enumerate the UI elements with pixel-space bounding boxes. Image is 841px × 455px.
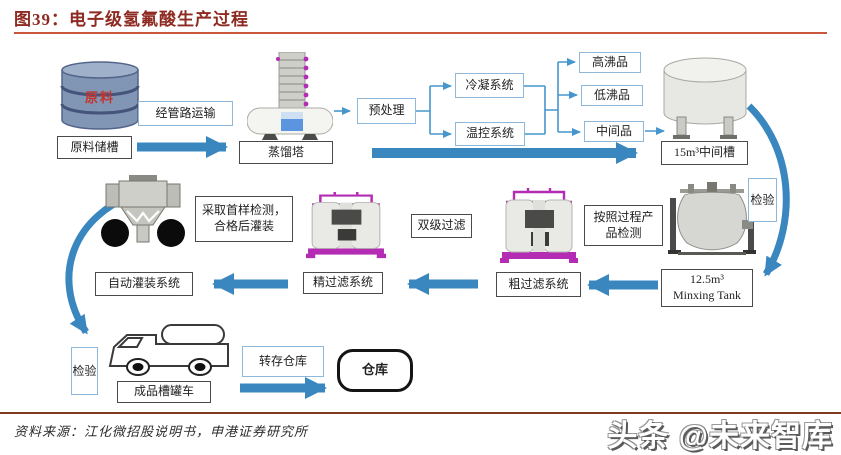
coarse-filter-graphic	[500, 188, 578, 263]
node-finished-tanker-truck: 成品槽罐车	[117, 381, 211, 403]
tanker-truck-graphic	[108, 324, 229, 376]
figure-title: 图39：电子级氢氟酸生产过程	[14, 10, 249, 29]
toutiao-watermark: 头条 @未来智库	[607, 420, 833, 453]
node-intermediate-product: 中间品	[584, 121, 644, 142]
mixing-tank-graphic	[668, 182, 756, 255]
node-dual-stage-filtration: 双级过滤	[411, 214, 472, 238]
node-inspection-right: 检验	[748, 178, 777, 222]
node-transfer-warehouse: 转存仓库	[242, 346, 324, 377]
node-process-product-test: 按照过程产品检测	[584, 205, 663, 246]
node-pretreatment: 预处理	[357, 98, 416, 124]
node-fine-filtration: 精过滤系统	[303, 272, 383, 294]
node-warehouse: 仓库	[337, 349, 413, 392]
barrel-text: 原料	[84, 90, 115, 105]
node-inspection-left: 检验	[71, 347, 98, 395]
node-distillation-tower: 蒸馏塔	[239, 141, 333, 164]
node-auto-filling-system: 自动灌装系统	[95, 272, 193, 296]
filling-machine-graphic	[101, 175, 185, 247]
fine-filter-graphic	[306, 192, 386, 259]
connector-pretreat-branch	[416, 86, 431, 134]
arrow-curve-right-down	[746, 103, 790, 277]
node-mixing-tank: 12.5m³ Minxing Tank	[661, 269, 753, 307]
node-intermediate-tank: 15m³中间槽	[661, 141, 748, 165]
raw-material-barrel	[60, 61, 140, 130]
node-raw-storage: 原料储槽	[57, 136, 132, 159]
footer-divider	[0, 412, 841, 414]
intermediate-tank-graphic	[663, 57, 747, 139]
node-coarse-filtration: 粗过滤系统	[496, 272, 581, 297]
node-pipeline-transport: 经管路运输	[138, 101, 233, 126]
distillation-tower-graphic	[247, 52, 333, 140]
source-note: 资料来源：江化微招股说明书，申港证券研究所	[14, 424, 309, 439]
node-first-sample-test: 采取首样检测，合格后灌装	[195, 196, 293, 242]
title-underline	[14, 32, 827, 34]
node-high-boiling-product: 高沸品	[579, 52, 641, 73]
node-condensation-system: 冷凝系统	[455, 73, 524, 98]
node-temperature-control-system: 温控系统	[455, 122, 525, 146]
connector-merge	[524, 62, 559, 135]
node-low-boiling-product: 低沸品	[581, 85, 643, 106]
